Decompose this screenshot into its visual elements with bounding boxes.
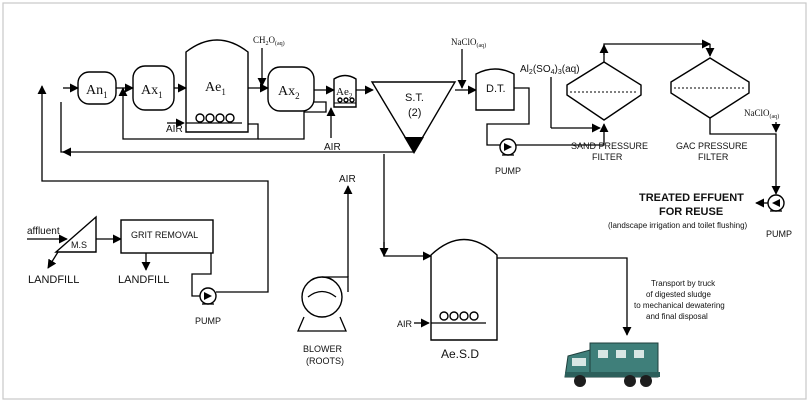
svg-text:PUMP: PUMP (766, 229, 792, 239)
aerobic-tank-2: Ae2 (333, 74, 357, 108)
svg-text:(ROOTS): (ROOTS) (306, 356, 344, 366)
air-label-digester: AIR (397, 319, 413, 329)
aerobic-tank-1: Ae1 (185, 39, 249, 133)
pump-3: PUMP (766, 194, 792, 239)
frame-border (2, 2, 807, 400)
aerobic-sludge-digester: Ae.S.D (430, 238, 498, 361)
svg-text:M.S: M.S (71, 240, 87, 250)
svg-text:PUMP: PUMP (495, 166, 521, 176)
svg-text:Ae.S.D: Ae.S.D (441, 347, 479, 361)
hypochlorite-label-1: NaClO(aq) (451, 37, 486, 49)
sludge-truck-icon (564, 342, 660, 387)
pump-1: PUMP (195, 287, 221, 326)
air-label-ae2: AIR (324, 142, 341, 153)
svg-text:(2): (2) (408, 107, 421, 119)
svg-text:GRIT REMOVAL: GRIT REMOVAL (131, 230, 198, 240)
svg-text:BLOWER: BLOWER (303, 344, 343, 354)
svg-text:Ae1: Ae1 (205, 80, 226, 97)
grit-removal-chamber: GRIT REMOVAL (120, 219, 214, 254)
treated-effluent-subtitle: FOR REUSE (659, 206, 723, 218)
landfill-label-2: LANDFILL (118, 274, 169, 286)
transport-note-4: and final disposal (646, 312, 708, 321)
gac-pressure-filter: GAC PRESSURE FILTER (670, 57, 750, 162)
anaerobic-tank-1: An1 (77, 71, 117, 105)
treated-effluent-title: TREATED EFFUENT (639, 192, 744, 204)
svg-text:FILTER: FILTER (698, 152, 729, 162)
svg-text:An1: An1 (86, 83, 108, 100)
methanol-label: CH2O(aq) (253, 35, 285, 47)
svg-text:FILTER: FILTER (592, 152, 623, 162)
alum-label: Al2(SO4)3(aq) (520, 64, 580, 76)
treated-effluent-note: (landscape irrigation and toilet flushin… (608, 221, 748, 230)
disinfection-tank: D.T. (475, 68, 515, 111)
svg-text:D.T.: D.T. (486, 83, 506, 95)
svg-text:Ax1: Ax1 (141, 83, 163, 100)
svg-text:GAC PRESSURE: GAC PRESSURE (676, 141, 748, 151)
settling-tank: S.T. (2) (370, 81, 457, 154)
blower-roots: BLOWER (ROOTS) (297, 276, 349, 366)
sand-pressure-filter: SAND PRESSURE FILTER (566, 61, 648, 162)
hypochlorite-label-2: NaClO(aq) (744, 108, 779, 120)
transport-note-2: of digested sludge (646, 290, 711, 299)
air-label-ae1: AIR (166, 124, 183, 135)
air-label-blower: AIR (339, 174, 356, 185)
svg-text:Ae2: Ae2 (336, 86, 353, 100)
transport-note-3: to mechanical dewatering (634, 301, 725, 310)
mechanical-screen: M.S (54, 215, 97, 253)
affluent-label: affluent (27, 226, 60, 237)
pump-2: PUMP (495, 138, 521, 176)
svg-text:Ax2: Ax2 (278, 84, 300, 101)
landfill-label-1: LANDFILL (28, 274, 79, 286)
anoxic-tank-1: Ax1 (132, 65, 175, 111)
transport-note-1: Transport by truck (651, 279, 716, 288)
anoxic-tank-2: Ax2 (267, 66, 315, 112)
svg-text:S.T.: S.T. (405, 92, 424, 104)
svg-text:SAND PRESSURE: SAND PRESSURE (571, 141, 648, 151)
svg-text:PUMP: PUMP (195, 316, 221, 326)
